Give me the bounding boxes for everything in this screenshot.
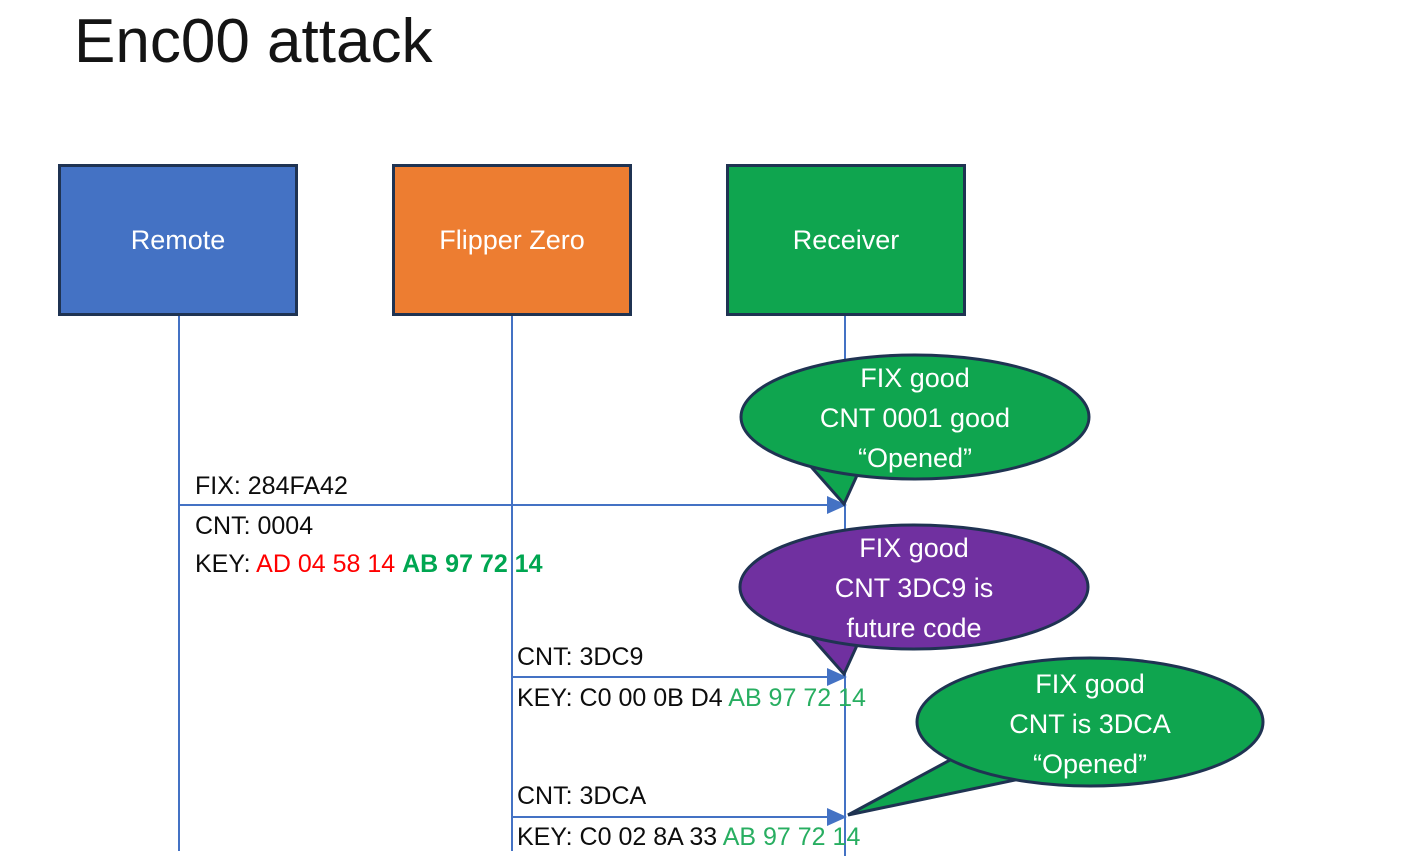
- slide-title: Enc00 attack: [74, 7, 433, 76]
- message1-key-text: KEY: AD 04 58 14 AB 97 72 14: [195, 549, 542, 579]
- message-arrow-remote-to-receiver: [179, 496, 847, 514]
- message1-fix-text: FIX: 284FA42: [195, 472, 348, 500]
- message3-cnt-text: CNT: 3DCA: [517, 782, 647, 810]
- callout-bubble-opened-1: [739, 353, 1091, 507]
- callout3-text: FIX good CNT is 3DCA “Opened”: [914, 664, 1266, 784]
- callout1-text: FIX good CNT 0001 good “Opened”: [739, 358, 1091, 478]
- actor-box-remote: Remote: [58, 164, 298, 316]
- message-arrow-flipper-to-receiver-1: [512, 668, 847, 686]
- message1-key-label: KEY:: [195, 550, 257, 578]
- message1-key-green-bytes: AB 97 72 14: [402, 550, 543, 578]
- callout2-line1: FIX good: [859, 533, 969, 563]
- actor-box-flipper-zero: Flipper Zero: [392, 164, 632, 316]
- callout-bubble-future-code: [738, 523, 1090, 677]
- message2-cnt-text: CNT: 3DC9: [517, 643, 644, 671]
- actor-box-receiver: Receiver: [726, 164, 966, 316]
- message-arrow-flipper-to-receiver-2: [512, 808, 847, 826]
- message3-key-plain-bytes: C0 02 8A 33: [579, 823, 723, 851]
- message1-cnt-text: CNT: 0004: [195, 512, 314, 540]
- message3-key-green-bytes: AB 97 72 14: [722, 823, 861, 851]
- callout1-line3: “Opened”: [857, 443, 973, 473]
- callout-bubble-opened-2: [847, 656, 1265, 817]
- callout2-line2: CNT 3DC9 is: [834, 573, 994, 603]
- callout2-text: FIX good CNT 3DC9 is future code: [738, 528, 1090, 648]
- message3-key-text: KEY: C0 02 8A 33 AB 97 72 14: [517, 822, 860, 852]
- actor-label-remote: Remote: [130, 224, 226, 255]
- callout3-line3: “Opened”: [1032, 749, 1148, 779]
- message2-key-text: KEY: C0 00 0B D4 AB 97 72 14: [517, 683, 866, 713]
- actor-label-receiver: Receiver: [792, 224, 900, 255]
- actor-label-flipper-zero: Flipper Zero: [439, 224, 585, 255]
- callout1-line1: FIX good: [860, 363, 970, 393]
- message2-key-label: KEY:: [517, 684, 580, 712]
- message2-key-plain-bytes: C0 00 0B D4: [579, 684, 729, 712]
- message3-key-label: KEY:: [517, 823, 580, 851]
- message1-key-red-bytes: AD 04 58 14: [256, 550, 403, 578]
- callout1-line2: CNT 0001 good: [819, 403, 1011, 433]
- callout2-line3: future code: [846, 613, 982, 643]
- callout3-line1: FIX good: [1035, 669, 1145, 699]
- message2-key-green-bytes: AB 97 72 14: [728, 684, 866, 712]
- callout3-line2: CNT is 3DCA: [1009, 709, 1171, 739]
